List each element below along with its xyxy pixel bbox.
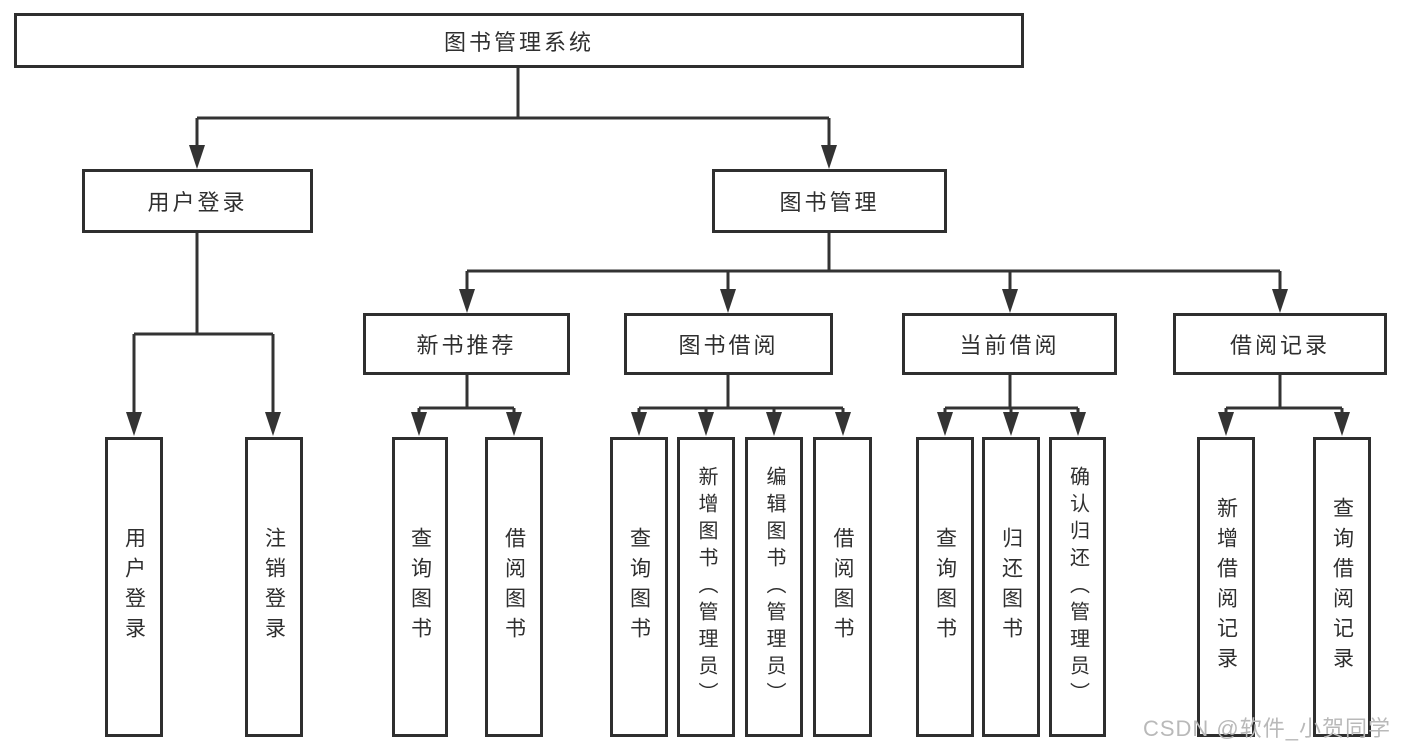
leaf-return-book-label: 归还图书 — [999, 527, 1023, 647]
node-book-management: 图书管理 — [712, 169, 947, 233]
leaf-user-login: 用户登录 — [105, 437, 163, 737]
csdn-watermark: CSDN @软件_小贺同学 — [1142, 716, 1391, 741]
node-book-borrow-label: 图书借阅 — [678, 333, 779, 358]
leaf-borrow-book-recommend: 借阅图书 — [485, 437, 543, 737]
node-book-borrow: 图书借阅 — [624, 313, 833, 375]
leaf-logout: 注销登录 — [245, 437, 303, 737]
leaf-query-borrow-record-label: 查询借阅记录 — [1330, 497, 1354, 677]
connector-borrow-records-children — [1218, 375, 1350, 436]
leaf-edit-book-admin-label: 编辑图书（管理员） — [763, 465, 785, 709]
leaf-add-book-admin-label: 新增图书（管理员） — [695, 465, 717, 709]
node-current-borrow-label: 当前借阅 — [959, 333, 1060, 358]
leaf-query-book-current: 查询图书 — [916, 437, 974, 737]
connector-new-book-children — [411, 375, 522, 436]
node-root-label: 图书管理系统 — [443, 29, 594, 55]
leaf-confirm-return-admin-label: 确认归还（管理员） — [1066, 465, 1089, 709]
leaf-edit-book-admin: 编辑图书（管理员） — [745, 437, 803, 737]
node-user-login-label: 用户登录 — [147, 190, 248, 215]
leaf-add-borrow-record: 新增借阅记录 — [1197, 437, 1255, 737]
node-borrow-records-label: 借阅记录 — [1229, 333, 1330, 358]
leaf-query-borrow-record: 查询借阅记录 — [1313, 437, 1371, 737]
connector-root-to-level2 — [189, 68, 837, 169]
leaf-return-book: 归还图书 — [982, 437, 1040, 737]
leaf-user-login-label: 用户登录 — [122, 527, 146, 647]
node-borrow-records: 借阅记录 — [1173, 313, 1387, 375]
node-new-book-recommend: 新书推荐 — [363, 313, 570, 375]
leaf-logout-label: 注销登录 — [262, 527, 286, 647]
leaf-borrow-book-label: 借阅图书 — [831, 527, 854, 647]
connector-current-borrow-children — [937, 375, 1086, 436]
node-current-borrow: 当前借阅 — [902, 313, 1117, 375]
leaf-query-book-current-label: 查询图书 — [933, 527, 957, 647]
leaf-query-book-recommend-label: 查询图书 — [408, 527, 432, 647]
connector-book-borrow-children — [631, 375, 851, 436]
leaf-add-book-admin: 新增图书（管理员） — [677, 437, 735, 737]
node-user-login: 用户登录 — [82, 169, 313, 233]
connector-user-login-children — [126, 233, 281, 436]
node-book-management-label: 图书管理 — [779, 190, 880, 215]
leaf-add-borrow-record-label: 新增借阅记录 — [1214, 497, 1238, 677]
node-new-book-recommend-label: 新书推荐 — [416, 333, 517, 358]
connector-book-management-children — [459, 233, 1288, 313]
node-root: 图书管理系统 — [14, 13, 1024, 68]
leaf-query-book-borrow: 查询图书 — [610, 437, 668, 737]
leaf-confirm-return-admin: 确认归还（管理员） — [1049, 437, 1106, 737]
leaf-borrow-book: 借阅图书 — [813, 437, 872, 737]
leaf-query-book-recommend: 查询图书 — [392, 437, 448, 737]
leaf-borrow-book-recommend-label: 借阅图书 — [502, 527, 526, 647]
leaf-query-book-borrow-label: 查询图书 — [627, 527, 651, 647]
